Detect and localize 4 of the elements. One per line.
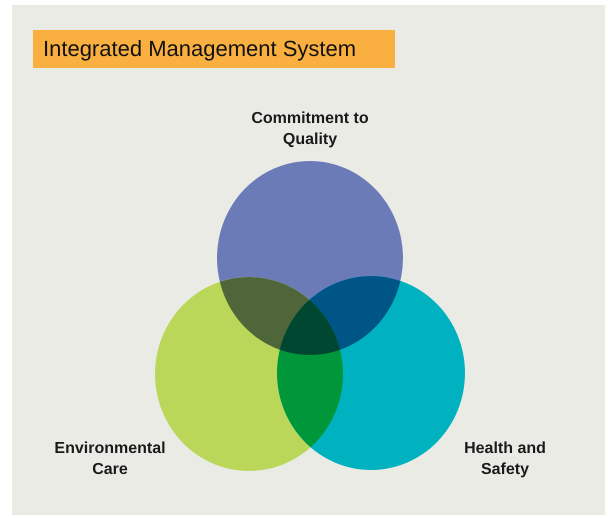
title: Integrated Management System <box>33 30 395 68</box>
circle-label: Health and Safety <box>445 438 565 480</box>
circle-label: Environmental Care <box>50 438 170 480</box>
circle-label: Commitment to Quality <box>250 108 370 150</box>
